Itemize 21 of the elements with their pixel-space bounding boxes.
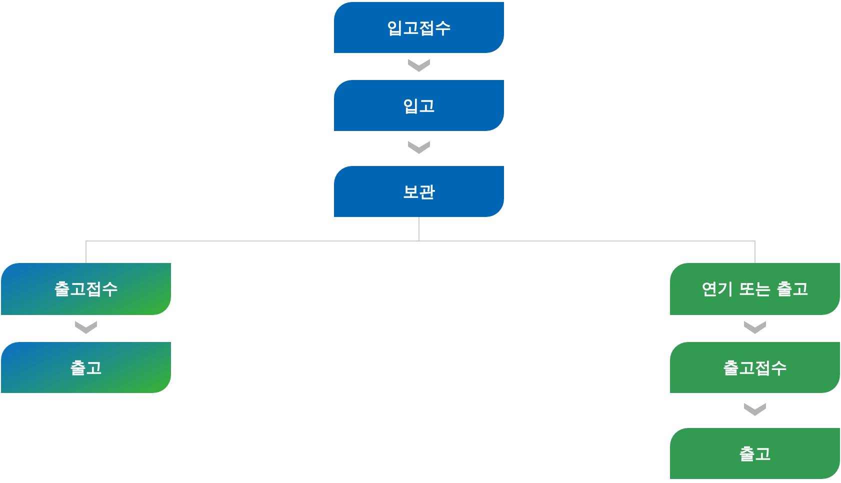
process-box — [334, 2, 504, 53]
step-label: 연기 또는 출고 — [701, 279, 809, 299]
step-label: 보관 — [403, 182, 435, 202]
step-label: 입고 — [403, 96, 435, 116]
process-box — [334, 166, 504, 217]
process-box — [670, 263, 840, 315]
process-box — [1, 342, 171, 393]
chevron-arrow — [744, 403, 766, 416]
step-label: 출고 — [70, 358, 102, 378]
process-box — [670, 342, 840, 393]
process-box — [334, 80, 504, 131]
step-label: 출고접수 — [54, 279, 118, 299]
step-label: 출고 — [739, 444, 771, 464]
chevron-arrow — [744, 321, 766, 334]
chevron-arrow — [75, 321, 97, 334]
step-label: 입고접수 — [387, 18, 451, 38]
chevron-arrow — [408, 59, 430, 72]
chevron-arrow — [408, 141, 430, 154]
process-box — [1, 263, 171, 315]
process-box — [670, 428, 840, 479]
step-label: 출고접수 — [723, 358, 787, 378]
